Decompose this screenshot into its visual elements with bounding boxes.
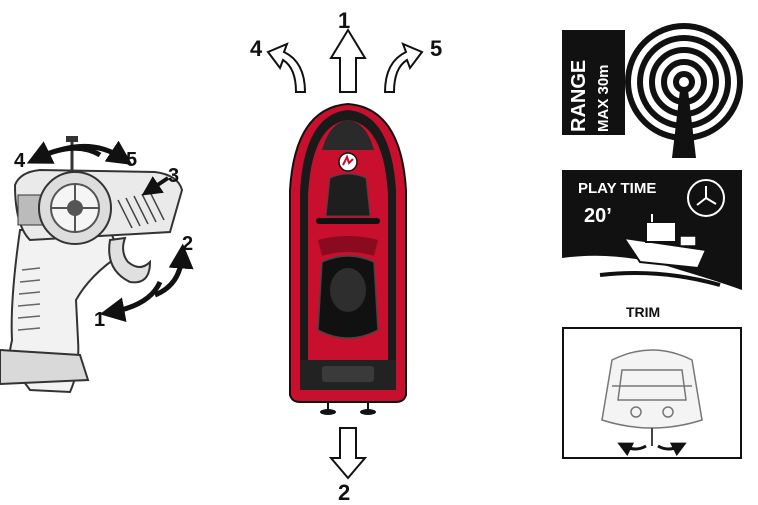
trim-title: TRIM bbox=[626, 304, 660, 320]
arrow-forward bbox=[329, 28, 367, 93]
throttle-trigger bbox=[108, 236, 152, 284]
direction-label-4: 4 bbox=[250, 36, 263, 61]
arrow-3 bbox=[141, 176, 170, 196]
play-time-value: 20’ bbox=[584, 205, 612, 227]
propellers bbox=[320, 402, 376, 415]
grip-ribs bbox=[17, 267, 41, 331]
controller-label-4: 4 bbox=[14, 150, 26, 172]
hatched-panel bbox=[117, 191, 165, 229]
small-boat-icon bbox=[621, 214, 708, 270]
trim-arrow-left bbox=[617, 442, 647, 457]
antenna-tower-icon bbox=[672, 90, 696, 158]
range-panel: RANGE MAX 30m bbox=[562, 23, 743, 158]
arrow-left bbox=[266, 42, 307, 93]
boat bbox=[289, 102, 407, 415]
trim-arrow-right bbox=[657, 442, 687, 457]
range-title: RANGE bbox=[568, 60, 590, 132]
direction-arrows: 1 2 4 5 bbox=[250, 8, 442, 505]
controller-label-1: 1 bbox=[94, 309, 105, 331]
arrow-right bbox=[383, 42, 424, 93]
arrow-2 bbox=[153, 243, 194, 298]
arrow-1 bbox=[99, 280, 163, 323]
remote-controller: 4 5 3 2 1 bbox=[0, 136, 194, 394]
trim-panel: TRIM bbox=[562, 304, 742, 459]
handlebar bbox=[316, 218, 380, 224]
play-time-title: PLAY TIME bbox=[578, 180, 656, 197]
controller-label-2: 2 bbox=[182, 233, 193, 255]
direction-label-2: 2 bbox=[338, 480, 350, 505]
range-distance: MAX 30m bbox=[595, 64, 612, 132]
controller-label-3: 3 bbox=[168, 165, 179, 187]
arrow-back bbox=[328, 427, 368, 480]
direction-label-1: 1 bbox=[338, 8, 350, 33]
arrow-5 bbox=[59, 140, 133, 165]
direction-label-5: 5 bbox=[430, 36, 442, 61]
rear-boat-view bbox=[601, 349, 703, 446]
play-time-panel: PLAY TIME 20’ bbox=[562, 170, 742, 298]
clock-icon bbox=[687, 179, 725, 217]
controller-label-5: 5 bbox=[126, 149, 137, 171]
